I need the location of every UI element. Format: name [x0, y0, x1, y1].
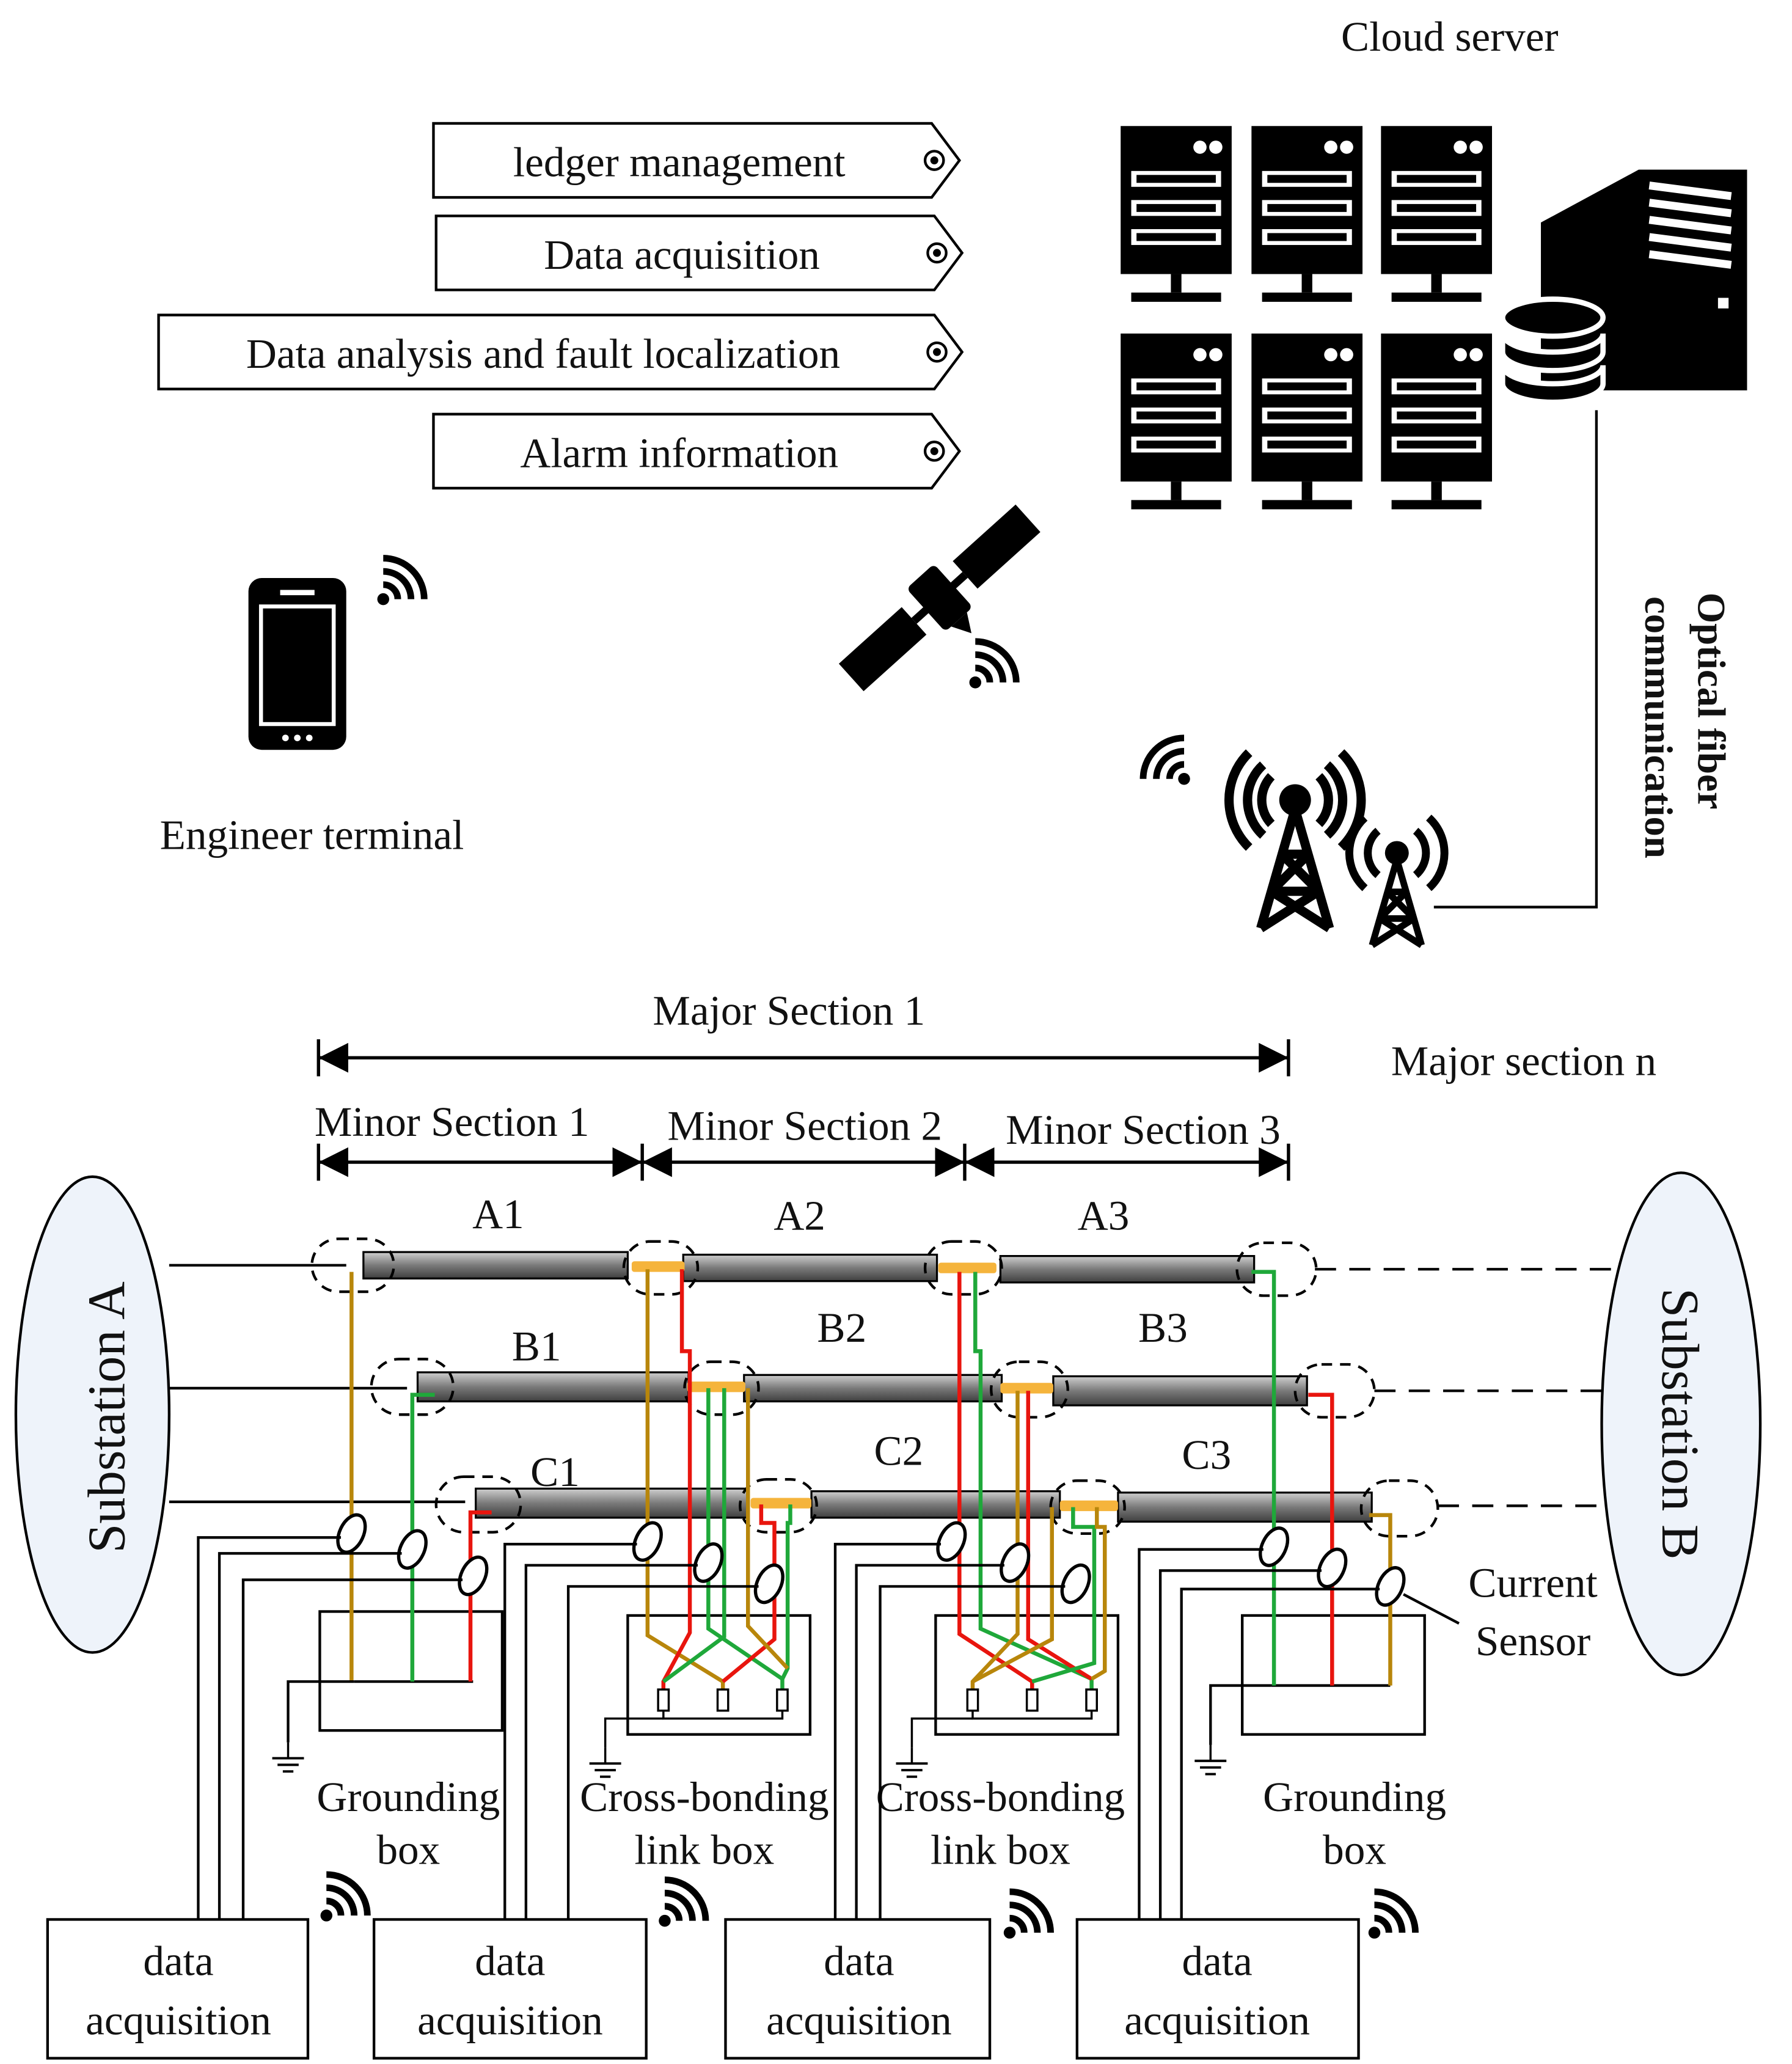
tower-wifi-icon — [1143, 738, 1190, 785]
cable-phase-b — [416, 1371, 1308, 1407]
current-sensor-label-2: Sensor — [1476, 1617, 1590, 1664]
major-section-1-label: Major Section 1 — [653, 987, 925, 1034]
current-sensor-pointer — [1403, 1593, 1460, 1625]
current-sensors — [336, 1513, 1406, 1607]
cable-label-a2: A2 — [773, 1191, 825, 1239]
tag-data-acquisition: Data acquisition — [434, 214, 964, 291]
cross-bonding-box-2-label: Cross-bonding — [876, 1773, 1125, 1820]
engineer-terminal-label: Engineer terminal — [160, 811, 464, 858]
joint-bonding-bars — [631, 1261, 1118, 1512]
daq-label-2: acquisition — [417, 1997, 603, 2044]
joint-markers — [310, 1237, 1439, 1538]
cable-label-c1: C1 — [530, 1448, 580, 1495]
sensor-signal-wires — [197, 1536, 1380, 1920]
grounding-box-2-label-2: box — [1323, 1826, 1386, 1873]
cross-bonding-box-2 — [894, 1272, 1120, 1778]
grounding-box-1 — [271, 1272, 504, 1773]
substation-a-label: Substation A — [77, 1281, 136, 1553]
daq-label: data — [475, 1937, 545, 1984]
cable-label-c3: C3 — [1182, 1431, 1231, 1478]
cell-tower-small-icon — [1345, 801, 1449, 945]
satellite-signal-icon — [970, 642, 1017, 689]
terminal-wifi-icon — [378, 558, 425, 606]
data-acquisition-unit-4: data acquisition — [1075, 1918, 1360, 2060]
database-icon — [1499, 296, 1606, 405]
tag-ledger-management: ledger management — [432, 122, 962, 199]
cross-bonding-box-2-label-2: link box — [931, 1826, 1070, 1873]
major-section-n-label: Major section n — [1391, 1037, 1656, 1084]
substation-b: Substation B — [1600, 1171, 1762, 1677]
cable-label-b1: B1 — [512, 1323, 561, 1370]
smartphone-icon — [248, 578, 346, 750]
daq-label: data — [143, 1937, 213, 1984]
optical-fiber-label: Optical fiber communication — [1636, 593, 1733, 858]
daq-label-2: acquisition — [1124, 1997, 1310, 2044]
daq-1-wifi-icon — [321, 1875, 368, 1922]
daq-label: data — [1182, 1937, 1252, 1984]
svg-text:communication: communication — [1636, 596, 1680, 858]
tag-label: Alarm information — [520, 429, 838, 476]
cross-bonding-box-1-label: Cross-bonding — [580, 1773, 829, 1820]
daq-2-wifi-icon — [659, 1880, 706, 1927]
cable-label-a3: A3 — [1078, 1191, 1130, 1239]
daq-3-wifi-icon — [1004, 1892, 1051, 1939]
minor-section-3-label: Minor Section 3 — [1006, 1106, 1281, 1153]
cable-label-c2: C2 — [874, 1427, 923, 1474]
cross-bonding-box-1 — [588, 1269, 812, 1778]
tag-alarm-information: Alarm information — [432, 412, 962, 490]
daq-4-wifi-icon — [1369, 1892, 1416, 1939]
grounding-box-2-label: Grounding — [1263, 1773, 1446, 1820]
cable-label-a1: A1 — [472, 1190, 524, 1237]
current-sensor-label: Current — [1468, 1559, 1597, 1606]
tag-label: Data acquisition — [544, 231, 820, 278]
cell-tower-large-icon — [1224, 729, 1366, 928]
cross-bonding-box-1-label-2: link box — [634, 1826, 774, 1873]
substation-b-label: Substation B — [1651, 1288, 1710, 1560]
substation-a: Substation A — [14, 1175, 171, 1654]
server-rack-group — [1121, 126, 1493, 510]
minor-section-2-label: Minor Section 2 — [667, 1102, 942, 1149]
satellite-icon — [838, 504, 1040, 692]
optical-fiber-line — [1433, 410, 1598, 909]
cable-phase-c — [475, 1487, 1373, 1523]
daq-label-2: acquisition — [766, 1997, 952, 2044]
tag-label: Data analysis and fault localization — [246, 330, 840, 377]
data-acquisition-unit-2: data acquisition — [372, 1918, 648, 2060]
daq-label: data — [824, 1937, 894, 1984]
daq-label-2: acquisition — [86, 1997, 271, 2044]
cable-phase-a — [362, 1251, 1256, 1284]
data-acquisition-unit-1: data acquisition — [46, 1918, 310, 2060]
tag-label: ledger management — [513, 138, 846, 185]
minor-section-1-label: Minor Section 1 — [315, 1098, 590, 1145]
feeder-lines — [169, 1264, 1612, 1507]
svg-text:Optical fiber: Optical fiber — [1689, 593, 1733, 810]
minor-section-arrows — [316, 1143, 1290, 1181]
grounding-box-1-label-2: box — [376, 1826, 440, 1873]
cable-label-b2: B2 — [817, 1304, 866, 1351]
grounding-box-2 — [1193, 1270, 1426, 1776]
cloud-server-title: Cloud server — [1341, 13, 1559, 60]
main-server-icon — [1541, 169, 1747, 390]
cable-label-b3: B3 — [1138, 1304, 1188, 1351]
grounding-box-1-label: Grounding — [316, 1773, 500, 1820]
data-acquisition-unit-3: data acquisition — [724, 1918, 992, 2060]
tag-data-analysis: Data analysis and fault localization — [157, 313, 964, 390]
